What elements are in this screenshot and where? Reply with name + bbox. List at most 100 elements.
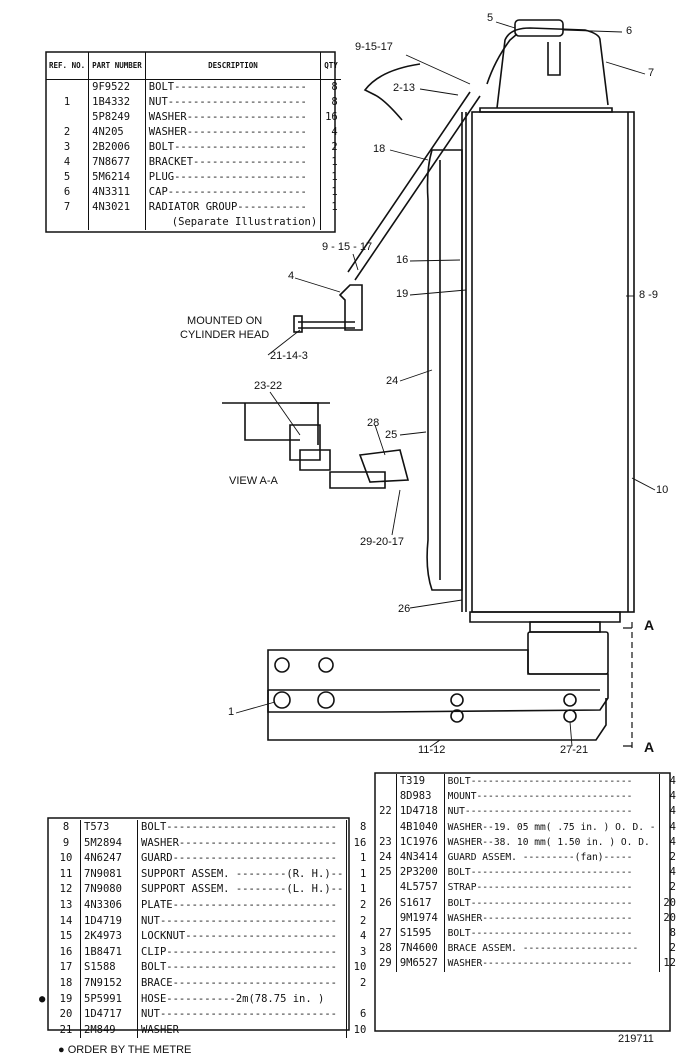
desc-cell: PLATE-------------------------- — [141, 898, 337, 911]
qty-cell: 4 — [658, 819, 679, 835]
callout-8-9: 8 -9 — [639, 289, 658, 301]
bullet-cell — [36, 820, 52, 836]
qty-cell — [346, 991, 370, 1008]
part-cell: 5P5991 — [80, 991, 138, 1008]
part-cell: 1D4718 — [396, 804, 445, 820]
ref-cell: 11 — [52, 866, 81, 883]
part-cell: S1617 — [396, 895, 445, 911]
header-description: DESCRIPTION — [145, 52, 321, 80]
part-cell: 5M2894 — [80, 835, 138, 852]
ref-cell: 2 — [46, 125, 90, 140]
qty-cell: 2 — [658, 880, 679, 896]
desc-cell: MOUNT--------------------------- — [447, 791, 633, 803]
part-cell: 5M6214 — [88, 170, 146, 185]
part-cell: 4N3311 — [88, 185, 146, 200]
ref-cell: 13 — [52, 897, 81, 914]
part-cell: 9M6527 — [396, 956, 445, 972]
ref-cell: 1 — [46, 95, 90, 110]
qty-cell: 8 — [320, 95, 341, 110]
qty-cell: 4 — [658, 789, 679, 805]
bullet-cell — [36, 1007, 52, 1023]
callout-24: 24 — [386, 375, 399, 387]
table-row: (Separate Illustration) — [46, 215, 341, 230]
ref-cell — [46, 110, 90, 125]
ref-cell: 9 — [52, 835, 81, 852]
desc-cell: BOLT--------------------------- — [141, 961, 337, 974]
callout-9-15-17-lower: 9 - 15 - 17 — [322, 241, 373, 253]
ref-cell — [46, 215, 90, 230]
bullet-icon: ● — [58, 1044, 68, 1056]
callout-1: 1 — [228, 706, 235, 718]
ref-cell: 23 — [375, 834, 397, 851]
callout-28: 28 — [367, 417, 380, 429]
callout-10: 10 — [656, 484, 669, 496]
part-cell: 2K4973 — [80, 929, 138, 945]
ref-cell — [375, 819, 397, 835]
callout-16: 16 — [396, 254, 409, 266]
desc-cell: WASHER------------------- — [148, 126, 307, 138]
desc-cell: HOSE-----------2m(78.75 in. ) — [141, 992, 325, 1005]
footnote-text: ORDER BY THE METRE — [67, 1044, 192, 1056]
bullet-cell: ● — [39, 992, 46, 1005]
desc-cell: BOLT--------------------------- — [141, 821, 337, 833]
part-cell — [88, 215, 146, 230]
qty-cell: 1 — [346, 866, 370, 883]
part-cell: 1D4717 — [80, 1007, 138, 1023]
ref-cell: 28 — [375, 941, 397, 957]
desc-cell: GUARD-------------------------- — [141, 852, 337, 865]
part-cell: T319 — [396, 774, 445, 790]
ref-cell — [46, 79, 90, 95]
qty-cell: 4 — [658, 865, 679, 881]
view-label: VIEW A-A — [229, 475, 278, 487]
callout-4: 4 — [288, 270, 295, 282]
qty-cell: 16 — [346, 835, 370, 852]
callout-11-12: 11-12 — [418, 744, 446, 756]
part-cell: 7N4600 — [396, 941, 445, 957]
desc-cell: CLIP--------------------------- — [141, 945, 337, 958]
desc-cell: NUT---------------------------- — [141, 1008, 337, 1021]
callout-27-21: 27-21 — [560, 744, 589, 756]
qty-cell: 4 — [346, 929, 370, 945]
part-cell: 9M1974 — [396, 910, 445, 927]
ref-cell: 21 — [52, 1022, 81, 1039]
desc-cell: BOLT--------------------- — [148, 141, 307, 153]
qty-cell: 8 — [658, 926, 679, 942]
callout-25: 25 — [385, 429, 398, 441]
part-cell: 4L5757 — [396, 880, 445, 896]
callout-29-20-17: 29-20-17 — [360, 536, 405, 548]
support-frame — [267, 649, 609, 713]
part-cell: 7N8677 — [88, 155, 146, 170]
qty-cell: 10 — [346, 1022, 370, 1039]
qty-cell: 2 — [658, 850, 679, 866]
qty-cell: 8 — [320, 79, 341, 95]
qty-cell: 1 — [320, 200, 341, 215]
desc-cell: NUT---------------------- — [148, 96, 307, 108]
qty-cell: 6 — [346, 1007, 370, 1023]
bullet-cell — [36, 898, 52, 914]
part-cell: 7N9080 — [80, 882, 138, 898]
desc-cell: CAP---------------------- — [148, 186, 307, 198]
ref-cell: 18 — [52, 975, 81, 992]
qty-cell: 1 — [346, 851, 370, 867]
qty-cell: 8 — [346, 820, 370, 836]
qty-cell: 10 — [346, 960, 370, 976]
desc-cell: SUPPORT ASSEM. --------(L. H.)-- — [141, 883, 344, 896]
part-cell: 2B2006 — [88, 140, 146, 155]
part-cell: 4N3414 — [396, 850, 445, 866]
